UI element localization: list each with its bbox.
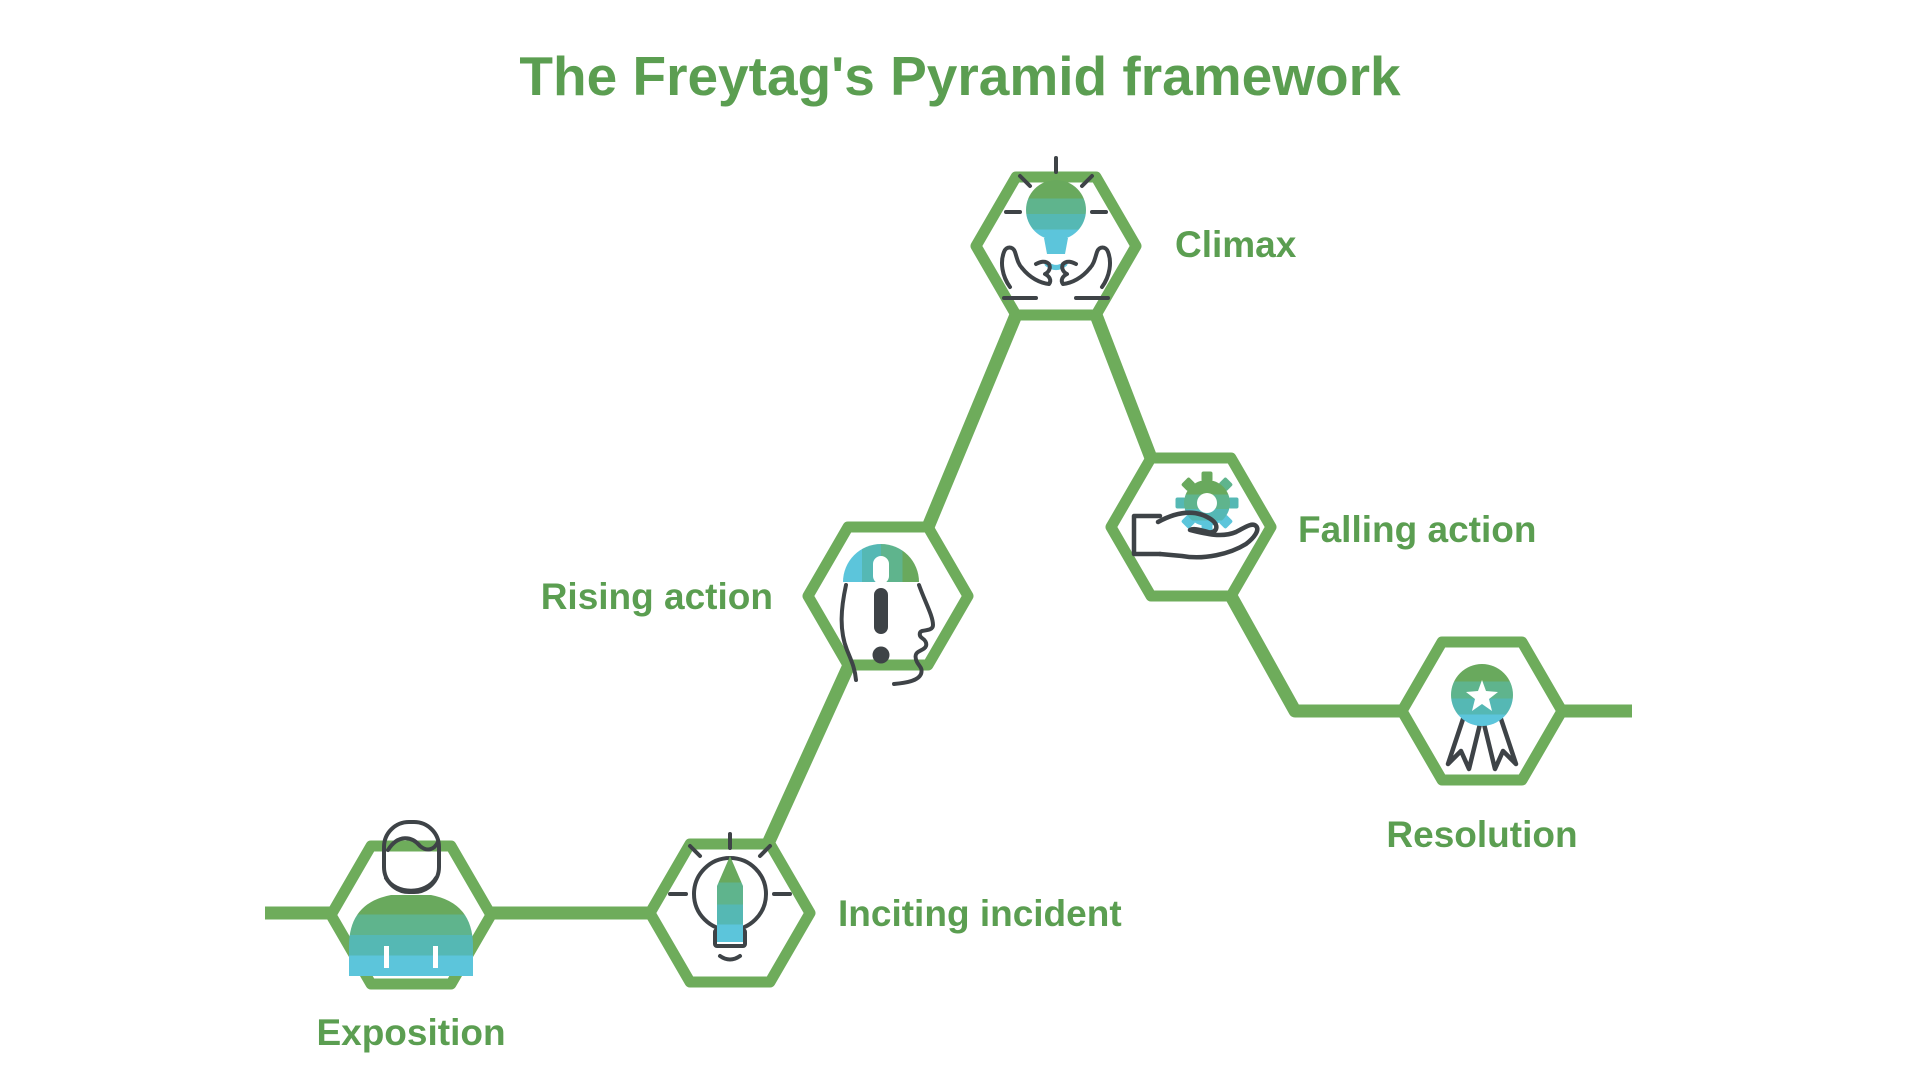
connector-falling-resolution <box>1225 592 1402 718</box>
connector-climax-falling <box>1089 312 1158 461</box>
stage-label-climax: Climax <box>1175 224 1297 265</box>
connector-rising-climax <box>921 312 1023 530</box>
hexagon-falling-action <box>1105 452 1277 602</box>
hand-holding-gear-icon <box>1131 471 1260 560</box>
award-medal-icon <box>1445 664 1519 772</box>
stage-label-falling-action: Falling action <box>1298 509 1537 550</box>
stage-node-exposition <box>325 820 497 990</box>
stage-label-inciting-incident: Inciting incident <box>838 893 1122 934</box>
lightbulb-pencil-icon <box>668 832 792 962</box>
story-arc-connectors <box>265 312 1632 920</box>
person-icon <box>349 820 473 976</box>
head-exclamation-icon <box>839 544 935 686</box>
stage-label-exposition: Exposition <box>316 1012 506 1053</box>
page-title: The Freytag's Pyramid framework <box>519 45 1401 107</box>
stage-node-climax <box>970 156 1142 321</box>
stage-node-falling-action <box>1105 452 1277 602</box>
stage-label-resolution: Resolution <box>1386 814 1578 855</box>
stage-node-inciting-incident <box>644 832 816 988</box>
hands-holding-bulb-icon <box>1000 156 1112 300</box>
stage-label-rising-action: Rising action <box>540 576 773 617</box>
stage-node-rising-action <box>802 521 974 686</box>
connector-inciting-rising <box>760 660 856 851</box>
stage-node-resolution <box>1396 636 1568 786</box>
